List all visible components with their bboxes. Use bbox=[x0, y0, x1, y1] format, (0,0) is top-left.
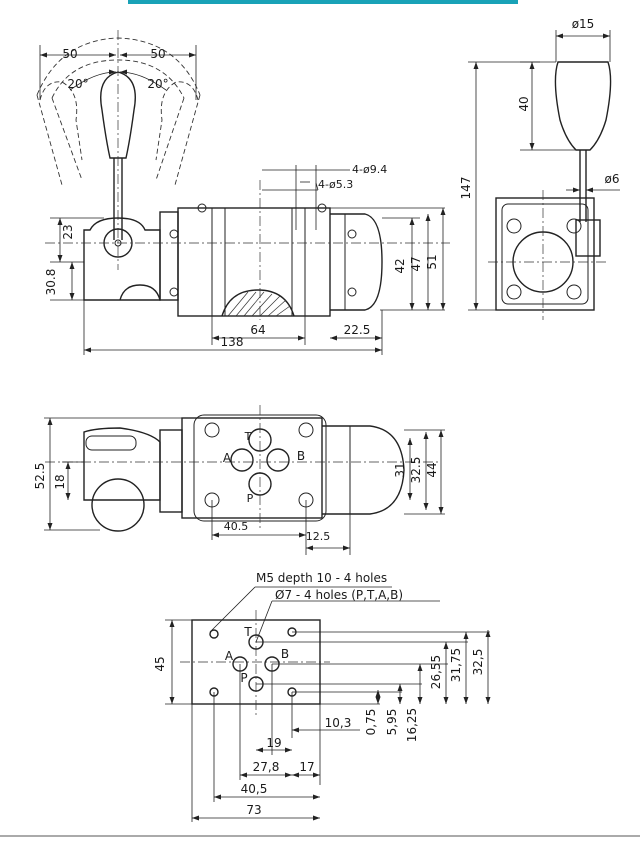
dim-52-5: 52.5 bbox=[33, 463, 47, 490]
dim-22-5: 22.5 bbox=[344, 323, 371, 337]
dim-73: 73 bbox=[246, 803, 261, 817]
dim-26-55: 26,55 bbox=[429, 655, 443, 689]
dim-mount-45: 45 bbox=[153, 656, 167, 671]
dim-12-5: 12.5 bbox=[306, 530, 331, 543]
mounting-pattern bbox=[165, 586, 491, 822]
hole-callout-9-4: 4-ø9.4 bbox=[352, 163, 387, 176]
dim-handle-dia: ø15 bbox=[572, 17, 595, 31]
note-m5-holes: M5 depth 10 - 4 holes bbox=[256, 571, 387, 585]
note-port-holes: Ø7 - 4 holes (P,T,A,B) bbox=[275, 588, 403, 602]
dim-16-25: 16,25 bbox=[405, 708, 419, 742]
dim-angle-right: 50 bbox=[150, 47, 165, 61]
dim-angle-left: 50 bbox=[62, 47, 77, 61]
top-accent-bar bbox=[128, 0, 518, 4]
port-label-p: P bbox=[247, 492, 254, 505]
side-view-labels: 50 50 20° 20° 23 30.8 4-ø9.4 4-ø5.3 42 4… bbox=[44, 47, 439, 349]
mount-port-p: P bbox=[240, 671, 247, 685]
dim-51: 51 bbox=[425, 254, 439, 269]
dim-tilt-right: 20° bbox=[147, 77, 168, 91]
dim-mount-32-5: 32,5 bbox=[471, 649, 485, 676]
mount-port-b: B bbox=[281, 647, 289, 661]
mount-port-a: A bbox=[225, 649, 234, 663]
dim-19: 19 bbox=[266, 736, 281, 750]
dim-stem-dia: ø6 bbox=[605, 172, 620, 186]
dim-27-8: 27,8 bbox=[253, 760, 280, 774]
dim-40-5: 40.5 bbox=[224, 520, 249, 533]
mount-port-t: T bbox=[243, 625, 252, 639]
dim-17: 17 bbox=[299, 760, 314, 774]
dim-handle-len: 40 bbox=[517, 96, 531, 111]
dim-0-75: 0,75 bbox=[364, 709, 378, 736]
port-label-b: B bbox=[297, 449, 305, 463]
dim-31-75: 31,75 bbox=[449, 648, 463, 682]
dim-32-5: 32.5 bbox=[409, 457, 423, 484]
hole-callout-5-3: 4-ø5.3 bbox=[318, 178, 353, 191]
mounting-labels: M5 depth 10 - 4 holes Ø7 - 4 holes (P,T,… bbox=[153, 571, 485, 817]
top-view-labels: A B T P 52.5 18 31 32.5 44 40.5 12.5 bbox=[33, 430, 439, 543]
end-view bbox=[468, 30, 620, 320]
port-label-a: A bbox=[223, 451, 232, 465]
side-view bbox=[36, 30, 450, 355]
dim-10-3: 10,3 bbox=[325, 716, 352, 730]
dim-31: 31 bbox=[393, 462, 407, 477]
dim-47: 47 bbox=[409, 256, 423, 271]
dim-138: 138 bbox=[221, 335, 244, 349]
dim-64: 64 bbox=[250, 323, 265, 337]
dim-height-30-8: 30.8 bbox=[44, 269, 58, 296]
dim-mount-40-5: 40,5 bbox=[241, 782, 268, 796]
dim-18: 18 bbox=[53, 474, 67, 489]
end-view-labels: ø15 40 147 ø6 bbox=[459, 17, 619, 199]
port-label-t: T bbox=[244, 430, 252, 443]
dim-height-23: 23 bbox=[61, 224, 75, 239]
dim-42: 42 bbox=[393, 258, 407, 273]
dim-5-95: 5,95 bbox=[385, 709, 399, 736]
dim-tilt-left: 20° bbox=[67, 77, 88, 91]
dim-total-height: 147 bbox=[459, 177, 473, 200]
top-view bbox=[44, 405, 445, 555]
dim-44: 44 bbox=[425, 462, 439, 477]
